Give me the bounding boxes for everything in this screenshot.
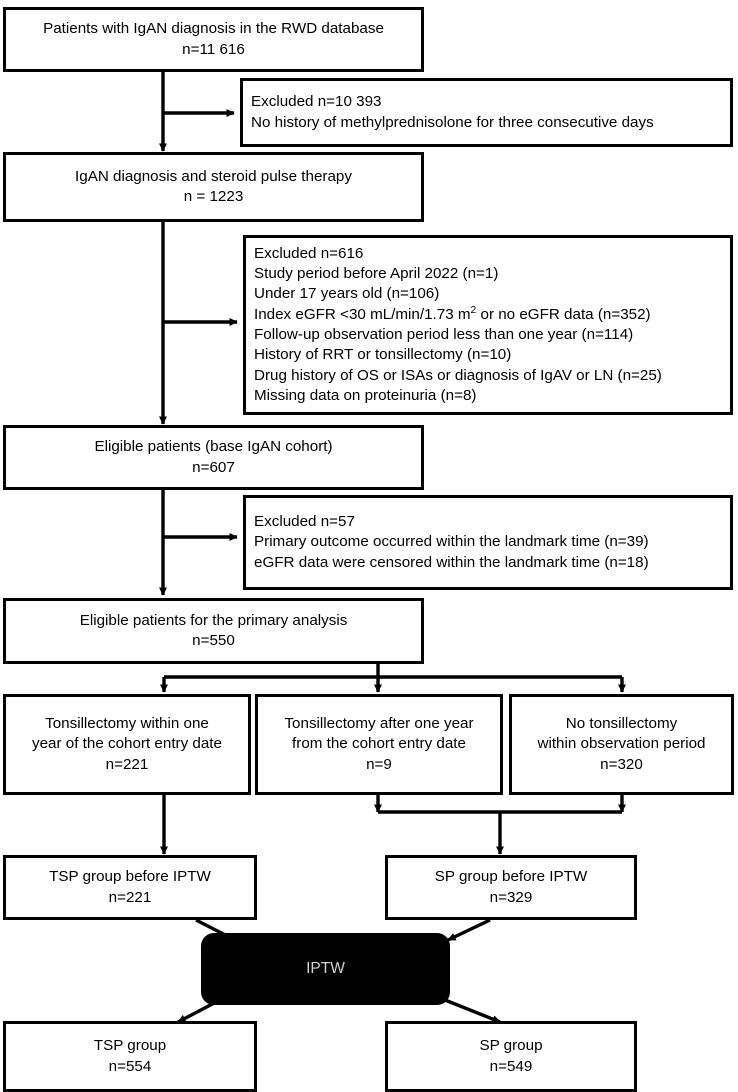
node-eligible-base: Eligible patients (base IgAN cohort) n=6… — [3, 425, 424, 490]
node-excluded-2-line-1: Excluded n=616 — [254, 244, 364, 262]
node-eligible-base-line-2: n=607 — [192, 458, 235, 476]
node-no-tons-line-3: n=320 — [600, 755, 643, 773]
node-excluded-2-line-4-post: or no eGFR data (n=352) — [476, 305, 651, 323]
connector-iptw-to-sp-group — [444, 998, 501, 1024]
node-tons-within-line-3: n=221 — [105, 755, 149, 773]
node-tonsillectomy-after-one-year: Tonsillectomy after one year from the co… — [255, 694, 503, 795]
node-source-cohort-line-2: n=11 616 — [182, 40, 245, 58]
node-eligible-primary: Eligible patients for the primary analys… — [3, 598, 424, 664]
node-tsp-before-line-2: n=221 — [108, 888, 152, 906]
node-tons-within-line-2: year of the cohort entry date — [32, 735, 222, 753]
node-tons-after-line-1: Tonsillectomy after one year — [284, 714, 474, 732]
node-no-tons-line-1: No tonsillectomy — [565, 714, 678, 732]
node-iptw: IPTW — [201, 933, 450, 1005]
node-excluded-2-line-3: Under 17 years old (n=106) — [254, 285, 440, 303]
node-excluded-2-line-6: History of RRT or tonsillectomy (n=10) — [254, 346, 512, 364]
node-excluded-2-line-4-sup: 2 — [470, 304, 477, 316]
node-steroid-pulse-line-1: IgAN diagnosis and steroid pulse therapy — [75, 167, 352, 185]
node-excluded-2-line-4-pre: Index eGFR <30 mL/min/1.73 m — [254, 305, 471, 323]
node-tsp-group: TSP group n=554 — [3, 1021, 257, 1092]
node-excluded-2-line-4: Index eGFR <30 mL/min/1.73 m2 or no eGFR… — [254, 305, 651, 325]
node-sp-before-line-2: n=329 — [489, 888, 533, 906]
node-source-cohort-line-1: Patients with IgAN diagnosis in the RWD … — [43, 20, 384, 38]
node-tons-after-line-3: n=9 — [366, 755, 392, 773]
node-tsp-group-line-1: TSP group — [93, 1037, 167, 1055]
node-excluded-2-line-2: Study period before April 2022 (n=1) — [254, 264, 499, 282]
node-tsp-before-line-1: TSP group before IPTW — [49, 868, 211, 886]
node-source-cohort: Patients with IgAN diagnosis in the RWD … — [3, 7, 424, 72]
node-excluded-1: Excluded n=10 393 No history of methylpr… — [240, 78, 733, 147]
node-sp-group-line-2: n=549 — [489, 1057, 533, 1075]
node-excluded-2-line-5: Follow-up observation period less than o… — [254, 326, 634, 343]
node-excluded-2: Excluded n=616 Study period before April… — [243, 235, 733, 415]
node-sp-group: SP group n=549 — [385, 1021, 637, 1092]
node-sp-before-line-1: SP group before IPTW — [434, 868, 588, 886]
node-iptw-label: IPTW — [306, 959, 345, 977]
node-no-tonsillectomy: No tonsillectomy within observation peri… — [509, 694, 734, 795]
node-tsp-before-iptw: TSP group before IPTW n=221 — [3, 855, 257, 920]
node-excluded-3: Excluded n=57 Primary outcome occurred w… — [243, 495, 733, 590]
connector-sp-to-iptw — [447, 918, 491, 942]
node-excluded-3-line-2: Primary outcome occurred within the land… — [254, 533, 649, 551]
node-tsp-group-line-2: n=554 — [108, 1057, 152, 1075]
node-excluded-1-line-1: Excluded n=10 393 — [251, 93, 382, 111]
node-steroid-pulse: IgAN diagnosis and steroid pulse therapy… — [3, 152, 424, 222]
node-sp-group-line-1: SP group — [479, 1037, 543, 1055]
node-steroid-pulse-line-2: n = 1223 — [183, 188, 244, 205]
node-eligible-primary-line-1: Eligible patients for the primary analys… — [79, 611, 348, 629]
node-eligible-primary-line-2: n=550 — [192, 632, 235, 649]
node-excluded-3-line-3: eGFR data were censored within the landm… — [254, 553, 649, 571]
node-tons-after-line-2: from the cohort entry date — [292, 735, 466, 753]
node-eligible-base-line-1: Eligible patients (base IgAN cohort) — [94, 438, 333, 456]
node-no-tons-line-2: within observation period — [537, 735, 706, 753]
node-excluded-2-line-8: Missing data on proteinuria (n=8) — [254, 387, 477, 405]
node-tonsillectomy-within-one-year: Tonsillectomy within one year of the coh… — [3, 694, 251, 795]
node-tons-within-line-1: Tonsillectomy within one — [45, 714, 209, 732]
node-excluded-2-line-7: Drug history of OS or ISAs or diagnosis … — [254, 366, 662, 384]
node-sp-before-iptw: SP group before IPTW n=329 — [385, 855, 637, 920]
node-excluded-3-line-1: Excluded n=57 — [254, 512, 355, 530]
node-excluded-1-line-2: No history of methylprednisolone for thr… — [251, 113, 654, 131]
